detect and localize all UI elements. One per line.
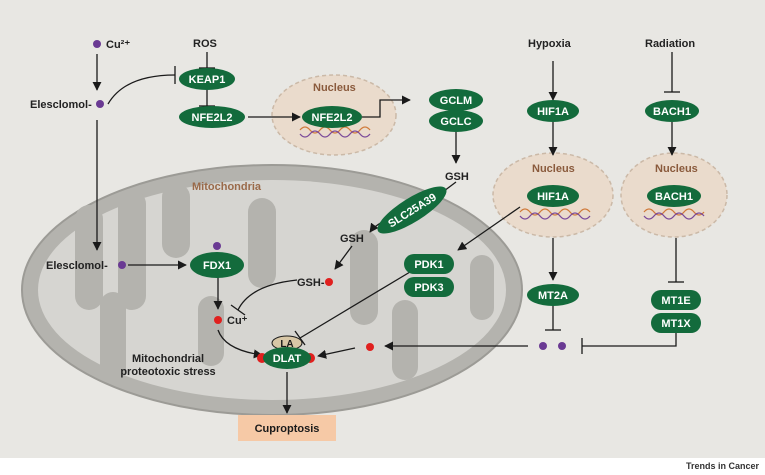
cu2-dot [93, 40, 101, 48]
protein-dlat: DLAT [263, 347, 311, 369]
elesclomol-mito-label: Elesclomol- [46, 260, 108, 272]
pdk3-label: PDK3 [414, 282, 443, 294]
protein-bach1-nuc: BACH1 [647, 185, 701, 207]
protein-mt1x: MT1X [651, 313, 701, 333]
journal-footer: Trends in Cancer [685, 461, 759, 471]
hif1a-nuc-label: HIF1A [537, 191, 569, 203]
protein-pdk1: PDK1 [404, 254, 454, 274]
protein-mt1e: MT1E [651, 290, 701, 310]
protein-mt2a: MT2A [527, 284, 579, 306]
cu-plus-label: Cu⁺ [227, 315, 248, 327]
gclc-label: GCLC [440, 116, 471, 128]
connectors [92, 52, 684, 414]
fdx1-cu-dot [213, 242, 221, 250]
cu2-pair-dot-2 [558, 342, 566, 350]
elesclomol-top-label: Elesclomol- [30, 99, 92, 111]
radiation-label: Radiation [645, 38, 695, 50]
protein-hif1a-cyto: HIF1A [527, 100, 579, 122]
hif1a-cyto-label: HIF1A [537, 106, 569, 118]
cuproptosis-box: Cuproptosis [238, 415, 336, 441]
cu2-pair-dot-1 [539, 342, 547, 350]
elesclomol-mito-cu-dot [118, 261, 126, 269]
protein-nfe2l2-cyto: NFE2L2 [179, 106, 245, 128]
free-cu1-dot [366, 343, 374, 351]
protein-keap1: KEAP1 [179, 68, 235, 90]
nfe2l2-nuc-label: NFE2L2 [312, 112, 353, 124]
gsh-mito-label: GSH [340, 233, 364, 245]
protein-hif1a-nuc: HIF1A [527, 185, 579, 207]
protein-gclm: GCLM [429, 89, 483, 111]
mt1e-label: MT1E [661, 295, 690, 307]
protein-bach1-cyto: BACH1 [645, 100, 699, 122]
protein-nfe2l2-nuc: NFE2L2 [302, 106, 362, 128]
bach1-nuc-label: BACH1 [655, 191, 693, 203]
gsh-cyto-label: GSH [445, 171, 469, 183]
gsh-cu-dot [325, 278, 333, 286]
gsh-cu-label: GSH- [297, 277, 325, 289]
stress-label-2: proteotoxic stress [120, 366, 215, 378]
fdx1-label: FDX1 [203, 260, 231, 272]
cu1-dot [214, 316, 222, 324]
gclm-label: GCLM [440, 95, 472, 107]
pdk1-label: PDK1 [414, 259, 443, 271]
nfe2l2-cyto-label: NFE2L2 [192, 112, 233, 124]
bach1-cyto-label: BACH1 [653, 106, 691, 118]
cu2-label: Cu²⁺ [106, 39, 130, 51]
mt1x-label: MT1X [661, 318, 691, 330]
protein-gclc: GCLC [429, 110, 483, 132]
la-label: LA [280, 339, 293, 350]
pathway-diagram: Mitochondria Nucleus Nucleus Nucleus [21, 38, 728, 441]
nucleus-bach1-label: Nucleus [655, 163, 698, 175]
cuproptosis-label: Cuproptosis [255, 423, 320, 435]
stress-label-1: Mitochondrial [132, 353, 204, 365]
nucleus-nrf2-label: Nucleus [313, 82, 356, 94]
nucleus-hif1a-label: Nucleus [532, 163, 575, 175]
protein-pdk3: PDK3 [404, 277, 454, 297]
protein-fdx1: FDX1 [190, 252, 244, 278]
keap1-label: KEAP1 [189, 74, 226, 86]
ros-label: ROS [193, 38, 217, 50]
mt2a-label: MT2A [538, 290, 568, 302]
elesclomol-cu-dot [96, 100, 104, 108]
hypoxia-label: Hypoxia [528, 38, 572, 50]
dlat-label: DLAT [273, 353, 302, 365]
mitochondria-label: Mitochondria [192, 181, 262, 193]
